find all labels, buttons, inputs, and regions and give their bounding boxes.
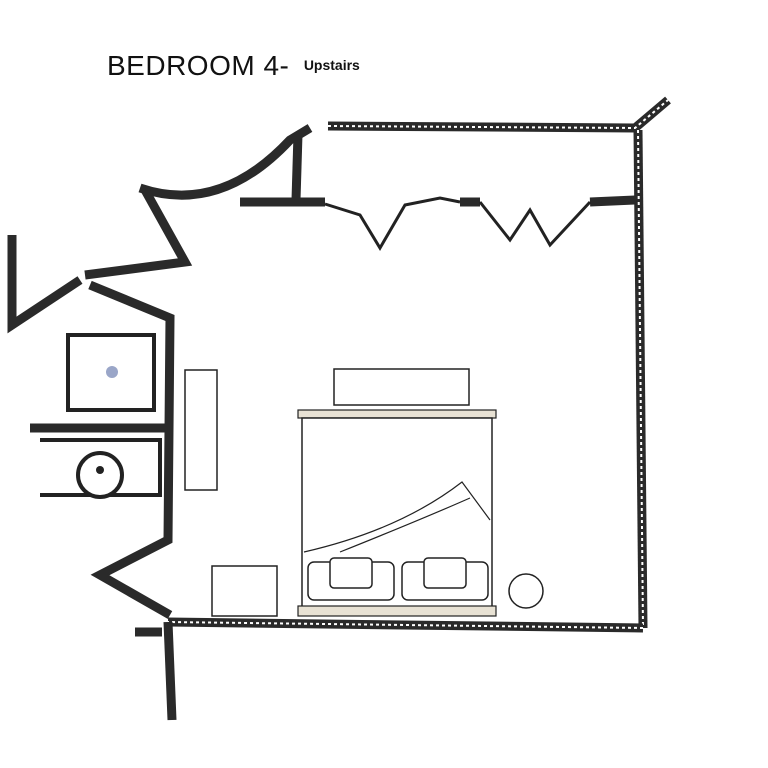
- plan-title: BEDROOM 4- Upstairs: [107, 50, 360, 82]
- cushion-right: [423, 557, 467, 589]
- bed-blanket-fold: [303, 481, 491, 553]
- wall-bottom-left-stub: [163, 621, 177, 721]
- wall-closet-left: [291, 133, 303, 201]
- cushion-left: [329, 557, 373, 589]
- bed-footboard: [297, 409, 497, 419]
- bed-blanket-line: [339, 497, 471, 553]
- room-name: BEDROOM 4-: [107, 50, 290, 81]
- wall-top-closet: [327, 96, 671, 133]
- wall-closet-front: [240, 195, 636, 207]
- room-location: Upstairs: [303, 57, 360, 73]
- sink-drain-icon: [96, 466, 104, 474]
- bed: [297, 409, 497, 617]
- closet-bifold-doors: [324, 196, 592, 251]
- sink-basin: [76, 451, 124, 499]
- wall-curve-entry: [138, 124, 313, 200]
- round-side-table: [508, 573, 544, 609]
- walls: [7, 96, 671, 721]
- nightstand: [211, 565, 278, 617]
- wall-far-left: [7, 235, 83, 334]
- wall-entry-angle: [84, 187, 193, 280]
- bed-headboard: [297, 605, 497, 617]
- bench: [333, 368, 470, 406]
- tub-faucet-icon: [106, 366, 118, 378]
- wall-left-bath: [88, 280, 175, 619]
- dresser: [184, 369, 218, 491]
